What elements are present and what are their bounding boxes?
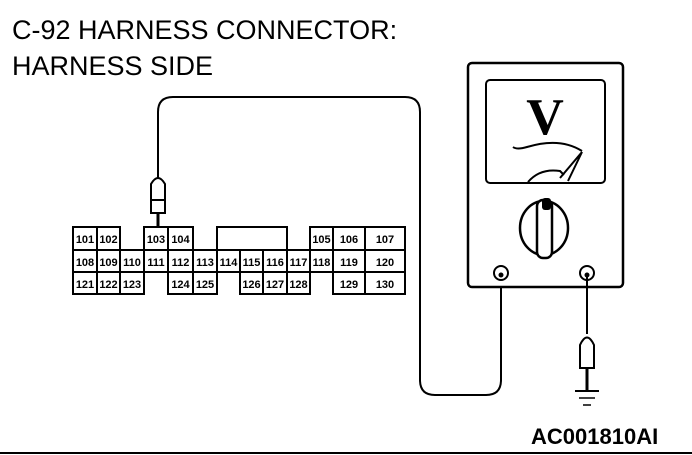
connector-pin-130: 130 [364,271,406,295]
svg-text:104: 104 [171,234,190,246]
svg-text:125: 125 [196,279,214,291]
svg-text:127: 127 [266,279,284,291]
connector-pin-103: 103 [143,226,169,251]
connector-pin-123: 123 [119,271,145,295]
connector-pin-107: 107 [364,226,406,251]
svg-text:103: 103 [147,234,165,246]
connector-pin-115: 115 [239,249,264,273]
connector-pin-122: 122 [96,271,121,295]
svg-text:101: 101 [76,234,94,246]
connector-pin-120: 120 [364,249,406,273]
svg-text:121: 121 [76,279,94,291]
connector-pin-101: 101 [72,226,98,251]
connector-pin-111: 111 [143,249,169,273]
svg-text:106: 106 [340,234,358,246]
svg-text:116: 116 [266,257,284,269]
svg-text:102: 102 [99,234,117,246]
svg-text:109: 109 [99,257,117,269]
connector-pin-117: 117 [286,249,311,273]
svg-text:119: 119 [340,257,358,269]
svg-text:122: 122 [99,279,117,291]
figure-code: AC001810AI [531,424,659,449]
svg-text:111: 111 [147,257,164,269]
voltmeter: V [466,61,625,289]
back-probe-icon [150,177,166,228]
connector-pin-109: 109 [96,249,121,273]
connector-pin-106: 106 [332,226,366,251]
harness-connector: 101 102 103 104 105 106 107 108 109 110 111 112 113 1… [72,226,406,295]
connector-pin-118: 118 [309,249,334,273]
title-line-2: HARNESS SIDE [12,51,214,81]
connector-pin-127: 127 [262,271,288,295]
connector-pin-125: 125 [192,271,218,295]
svg-text:107: 107 [376,234,394,246]
title-line-1: C-92 HARNESS CONNECTOR: [12,15,398,45]
svg-text:110: 110 [123,257,141,269]
connector-pin-108: 108 [72,249,98,273]
connector-pin-112: 112 [167,249,194,273]
connector-pin-124: 124 [167,271,194,295]
connector-pin-114: 114 [216,249,241,273]
svg-text:115: 115 [243,257,261,269]
ground-probe-icon [579,277,595,390]
svg-text:124: 124 [171,279,190,291]
svg-text:117: 117 [290,257,308,269]
meter-scale [512,141,583,152]
svg-text:113: 113 [196,257,214,269]
connector-pin-105: 105 [309,226,334,251]
connector-pin-128: 128 [286,271,311,295]
range-selector-knob [518,198,570,260]
svg-text:118: 118 [313,257,331,269]
meter-needle [559,151,583,182]
connector-pin-113: 113 [192,249,218,273]
test-lead-wire [157,96,502,396]
svg-text:120: 120 [376,257,394,269]
svg-text:130: 130 [376,279,394,291]
svg-text:128: 128 [289,279,307,291]
connector-pin-116: 116 [262,249,288,273]
connector-pin-119: 119 [332,249,366,273]
connector-pin-102: 102 [96,226,121,251]
svg-text:123: 123 [123,279,141,291]
connector-pin-121: 121 [72,271,98,295]
ground-icon [575,390,599,406]
connector-pin-110: 110 [119,249,145,273]
svg-text:126: 126 [242,279,260,291]
svg-text:129: 129 [340,279,358,291]
connector-pin-104: 104 [167,226,194,251]
svg-text:108: 108 [76,257,94,269]
svg-text:114: 114 [220,257,239,269]
connector-pin-129: 129 [332,271,366,295]
volt-symbol: V [526,89,564,146]
svg-text:112: 112 [172,257,190,269]
svg-text:105: 105 [312,234,330,246]
connector-key [216,226,288,251]
connector-pin-126: 126 [239,271,264,295]
